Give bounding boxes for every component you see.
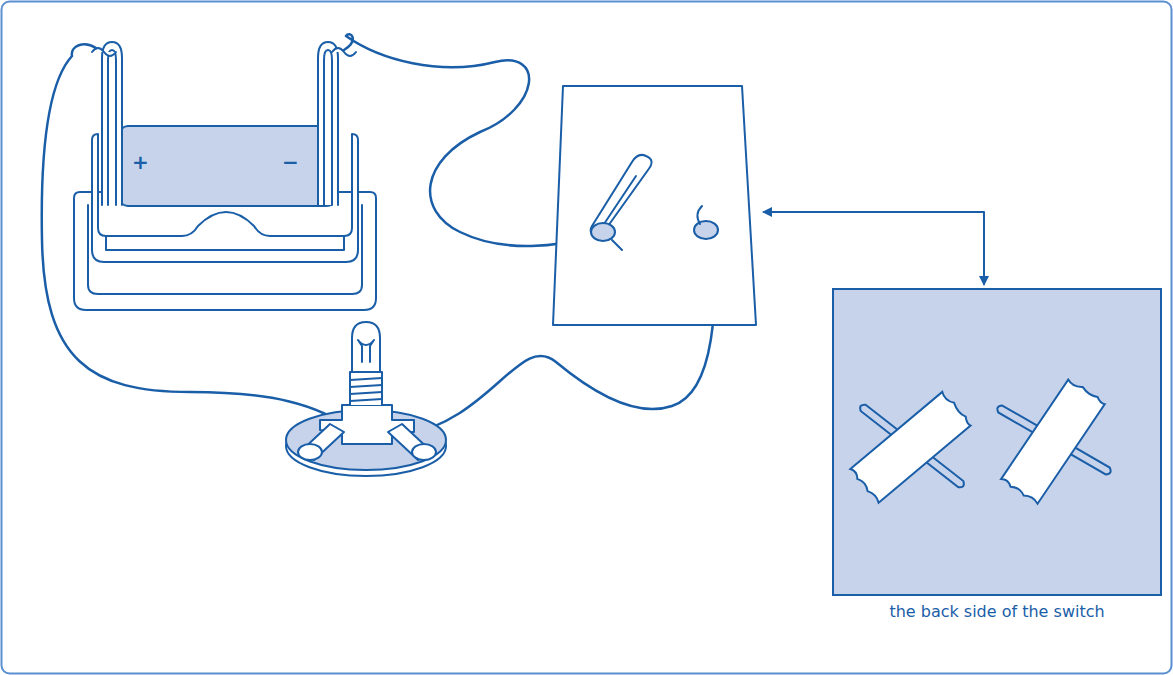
light-bulb [350, 322, 382, 405]
polarity-sign: + [132, 150, 149, 174]
battery-cell: +− [118, 126, 332, 206]
detail-arrow [764, 212, 984, 284]
polarity-sign: − [282, 150, 299, 174]
bulb-holder [286, 405, 446, 476]
switch-card [553, 86, 756, 325]
battery-cell [114, 126, 334, 206]
brass-fastener [694, 221, 718, 239]
battery-clip [92, 42, 356, 205]
switch-detail-panel: the back side of the switch [832, 288, 1162, 596]
tape-strip [996, 378, 1113, 505]
caption-text: the back side of the switch [889, 602, 1104, 621]
brass-fastener [591, 223, 615, 241]
tape-strip [850, 391, 973, 504]
paper-clip [591, 155, 652, 240]
switch-back-illustration [832, 288, 1162, 596]
